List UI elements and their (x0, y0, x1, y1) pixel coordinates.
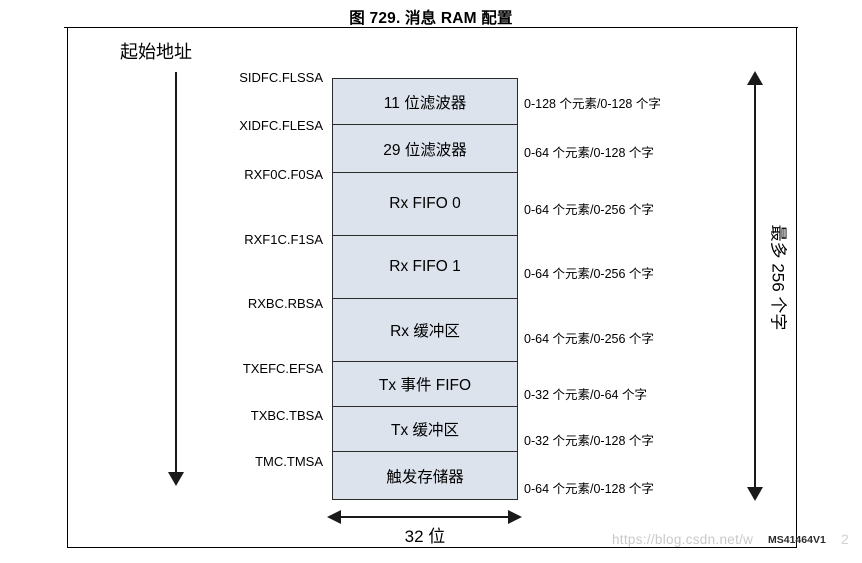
memory-block: Rx FIFO 0 (333, 173, 517, 236)
width-arrow-head-right-icon (508, 510, 522, 524)
size-annotation: 0-64 个元素/0-256 个字 (524, 267, 654, 282)
message-ram-map: 11 位滤波器 29 位滤波器 Rx FIFO 0 Rx FIFO 1 Rx 缓冲区 Tx… (332, 78, 518, 500)
memory-block-label: 29 位滤波器 (383, 141, 467, 159)
start-address-arrow-head-icon (168, 472, 184, 486)
memory-block: Tx 事件 FIFO (333, 362, 517, 407)
total-span-label: 最多 256 个字 (768, 224, 788, 331)
site-watermark: https://blog.csdn.net/w (612, 532, 754, 547)
size-annotation: 0-32 个元素/0-64 个字 (524, 387, 647, 402)
width-arrow-head-left-icon (327, 510, 341, 524)
register-label: TXBC.TBSA (250, 407, 323, 423)
figure-id: MS41464V1 (768, 534, 826, 546)
total-span-arrow-head-up-icon (747, 71, 763, 85)
register-label: RXF0C.F0SA (244, 167, 323, 183)
memory-block: 29 位滤波器 (333, 125, 517, 173)
register-label: RXF1C.F1SA (244, 231, 323, 247)
register-label-column: SIDFC.FLSSA XIDFC.FLESA RXF0C.F0SA RXF1C.F1… (190, 70, 323, 498)
memory-block-label: 11 位滤波器 (383, 94, 467, 112)
memory-block-label: Rx FIFO 0 (389, 195, 461, 212)
memory-block-label: Rx FIFO 1 (389, 258, 461, 275)
total-span-arrow-head-down-icon (747, 487, 763, 501)
register-label: RXBC.RBSA (247, 296, 323, 312)
memory-block: Rx FIFO 1 (333, 236, 517, 299)
total-span-arrow-shaft (754, 84, 756, 488)
width-label: 32 位 (404, 527, 446, 546)
figure-title: 图 729. 消息 RAM 配置 (349, 10, 513, 27)
memory-block-label: Rx 缓冲区 (390, 323, 460, 340)
start-address-label: 起始地址 (120, 42, 192, 62)
memory-block-label: Tx 缓冲区 (390, 422, 460, 439)
size-annotation: 0-32 个元素/0-128 个字 (524, 434, 654, 449)
memory-block: Tx 缓冲区 (333, 407, 517, 452)
size-annotation: 0-64 个元素/0-128 个字 (524, 481, 654, 496)
register-label: SIDFC.FLSSA (239, 70, 323, 85)
memory-block: 11 位滤波器 (333, 79, 517, 125)
memory-block-label: 触发存储器 (386, 468, 464, 486)
size-annotation: 0-128 个元素/0-128 个字 (524, 97, 661, 111)
size-annotation: 0-64 个元素/0-256 个字 (524, 202, 654, 217)
size-annotation-column: 0-128 个元素/0-128 个字 0-64 个元素/0-128 个字 0-64 … (524, 78, 734, 498)
memory-block-label: Tx 事件 FIFO (378, 377, 472, 394)
figure-id-tail: 2 (841, 531, 849, 547)
start-address-arrow-shaft (175, 72, 177, 476)
register-label: XIDFC.FLESA (239, 117, 323, 133)
memory-block: Rx 缓冲区 (333, 299, 517, 362)
size-annotation: 0-64 个元素/0-256 个字 (524, 331, 654, 346)
memory-block: 触发存储器 (333, 452, 517, 499)
register-label: TXEFC.EFSA (242, 361, 323, 376)
register-label: TMC.TMSA (255, 454, 323, 470)
width-arrow-shaft (340, 516, 510, 518)
size-annotation: 0-64 个元素/0-128 个字 (524, 145, 654, 160)
